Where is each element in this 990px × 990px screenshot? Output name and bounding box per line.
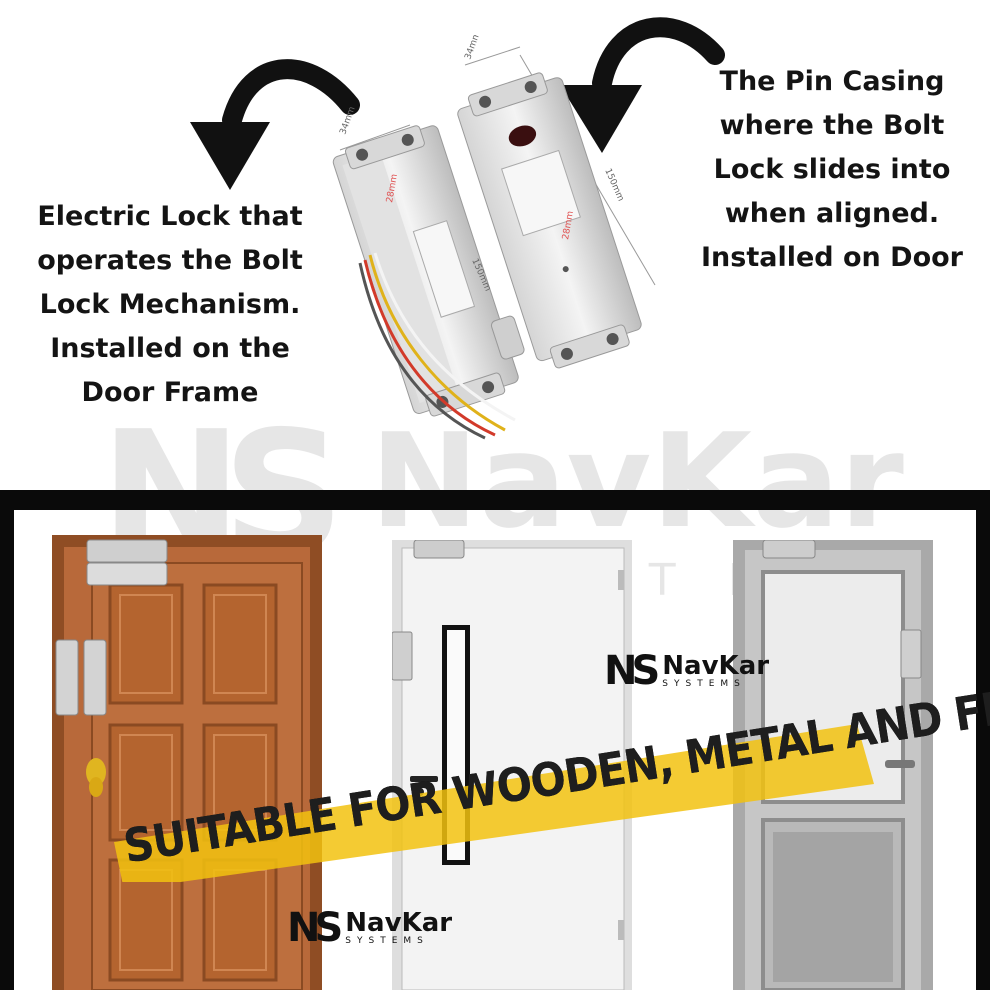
navkar-logo: NS NavKar SYSTEMS <box>287 905 452 951</box>
caption-line: Door Frame <box>81 377 259 408</box>
dimension-label: 150mm <box>602 167 625 203</box>
lock-body <box>332 125 525 417</box>
banner-highlight <box>114 724 874 882</box>
caption-line: Lock Mechanism. <box>39 289 301 320</box>
logo-mark: NS <box>287 905 343 951</box>
logo-name: NavKar <box>345 908 453 938</box>
frame-right-border <box>976 490 990 990</box>
logo-mark: NS <box>604 648 660 694</box>
frame-left-border <box>0 490 14 990</box>
caption-line: Electric Lock that <box>37 201 303 232</box>
electric-bolt-lock-illustration: 34mm 34mm 150mm 150mm 28mm 28mm <box>332 35 656 440</box>
logo-name: NavKar <box>662 651 770 681</box>
dimension-label: 28mm <box>561 210 576 240</box>
navkar-logo: NS NavKar SYSTEMS <box>604 648 769 694</box>
caption-electric-lock: Electric Lock that operates the Bolt Loc… <box>20 195 320 415</box>
caption-line: Lock slides into <box>713 154 951 185</box>
caption-line: Installed on Door <box>700 242 963 273</box>
caption-line: Installed on the <box>50 333 290 364</box>
pin-casing <box>457 72 642 369</box>
caption-pin-casing: The Pin Casing where the Bolt Lock slide… <box>682 60 982 280</box>
metal-door-illustration <box>392 540 632 990</box>
logo-sub: SYSTEMS <box>662 679 746 689</box>
curved-arrow-right-icon <box>560 17 725 153</box>
dimension-label: 34mm <box>463 35 482 61</box>
dimension-label: 28mm <box>385 173 400 203</box>
caption-line: The Pin Casing <box>719 66 945 97</box>
watermark-name: NavKar <box>370 405 904 557</box>
frame-top-border <box>0 490 990 510</box>
caption-line: operates the Bolt <box>37 245 303 276</box>
dimension-label: 34mm <box>338 105 357 136</box>
logo-sub: SYSTEMS <box>345 936 429 946</box>
curved-arrow-left-icon <box>190 59 360 190</box>
caption-line: when aligned. <box>724 198 940 229</box>
wooden-door-illustration <box>52 535 322 990</box>
caption-line: where the Bolt <box>719 110 945 141</box>
